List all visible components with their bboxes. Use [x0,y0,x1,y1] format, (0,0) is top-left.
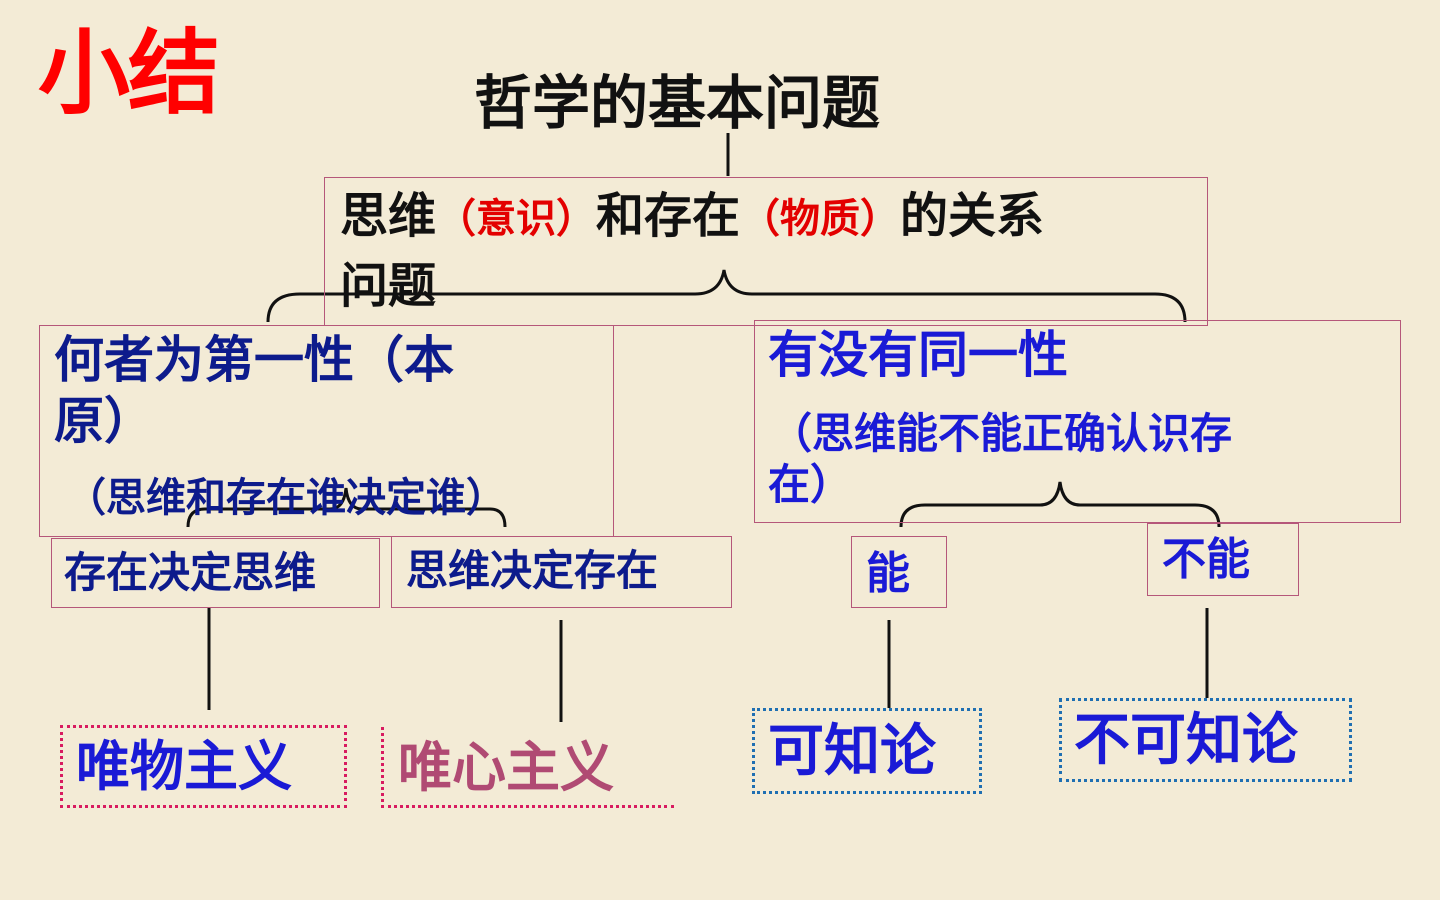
unknowable-text: 不可知论 [1074,708,1298,773]
cannot-box [1147,523,1299,596]
materialism-box [60,725,347,808]
left-branch-line2: 原） [54,392,154,450]
right-branch-line3: 在） [768,460,853,509]
can-box [851,536,947,608]
root-part1: 思维 [340,188,437,244]
mind-first-box [391,536,732,608]
root-box [324,177,1208,326]
left-branch-line1: 何者为第一性（本 [54,331,454,389]
left-branch-line3: （思维和存在谁决定谁） [66,475,506,521]
root-brace [266,269,1187,323]
root-part2: 和存在 [596,188,741,244]
can-text: 能 [866,548,910,599]
right-brace [899,481,1221,528]
knowable-text: 可知论 [768,719,936,784]
cannot-text: 不能 [1162,534,1250,585]
root-text-line2: 问题 [340,258,437,314]
matter-first-text: 存在决定思维 [64,548,317,597]
right-branch-line1: 有没有同一性 [768,326,1068,384]
root-text-line1: 思维（意识）和存在（物质）的关系 [340,192,1044,240]
mind-first-text: 思维决定存在 [406,546,659,595]
root-part3: 的关系 [900,188,1045,244]
knowable-box [752,708,982,794]
idealism-text: 唯心主义 [398,736,614,799]
matter-first-box [51,538,380,608]
root-paren1: （意识） [436,196,597,242]
materialism-text: 唯物主义 [76,735,292,798]
right-branch-line2: （思维能不能正确认识存 [770,409,1233,458]
unknowable-box [1059,698,1352,782]
root-paren2: （物质） [740,196,901,242]
left-branch-box [39,325,614,537]
idealism-box [381,727,674,808]
right-branch-box [754,320,1401,523]
left-brace [186,487,507,528]
heading: 小结 [38,20,220,127]
main-title: 哲学的基本问题 [474,69,881,137]
